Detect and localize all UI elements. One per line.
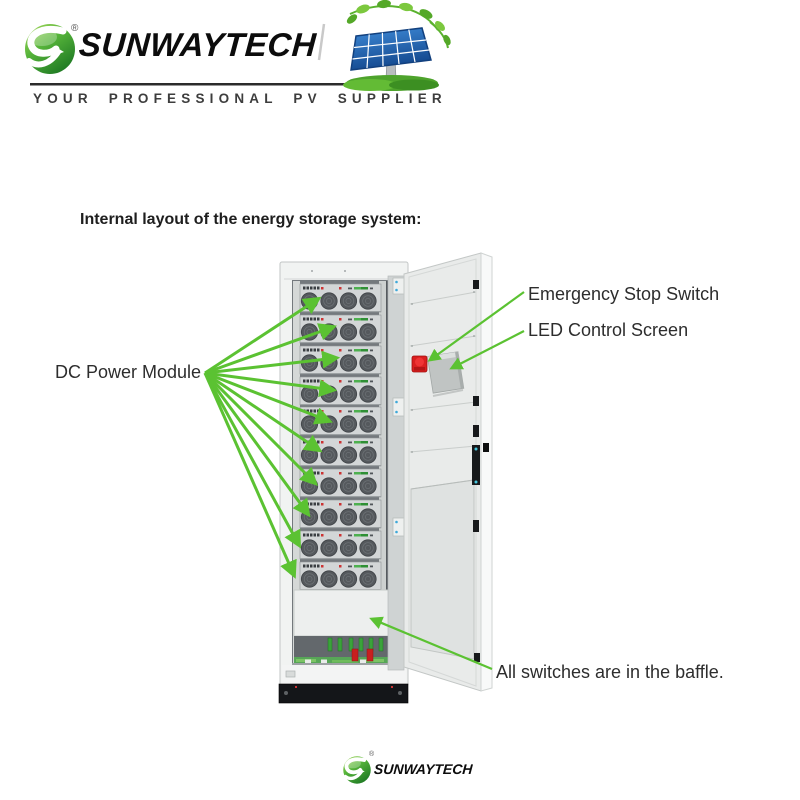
brand-rule <box>30 83 418 86</box>
cabinet-door <box>387 252 493 692</box>
emergency-stop-button <box>411 355 428 373</box>
dc-module <box>299 283 382 313</box>
dc-module <box>299 376 382 406</box>
brand-tagline: YOUR PROFESSIONAL PV SUPPLIER <box>33 91 447 106</box>
label-led-control-screen: LED Control Screen <box>528 320 689 340</box>
footer-wordmark: SUNWAYTECH <box>373 761 474 777</box>
brand-wordmark: SUNWAYTECH <box>77 26 318 63</box>
brand-logo-icon <box>25 24 75 74</box>
annotation-arrows <box>203 291 525 671</box>
cabinet-base <box>278 683 409 704</box>
dc-module <box>299 468 382 498</box>
baffle-panel <box>293 589 391 637</box>
brand-separator <box>317 23 326 61</box>
diagram-heading: Internal layout of the energy storage sy… <box>80 211 422 228</box>
door-seams <box>409 291 477 453</box>
solar-panel-icon <box>343 0 451 91</box>
label-emergency-stop-switch: Emergency Stop Switch <box>528 284 720 304</box>
door-lock-icon <box>472 280 489 662</box>
label-switches-baffle: All switches are in the baffle. <box>496 662 724 682</box>
footer-registered-mark: ® <box>369 751 375 758</box>
label-dc-power-module: DC Power Module <box>55 362 202 382</box>
footer-logo-icon <box>341 754 373 786</box>
switch-compartment <box>292 636 392 665</box>
latch <box>285 670 296 678</box>
dc-module <box>299 561 382 591</box>
dc-module <box>299 406 382 436</box>
dc-module <box>299 530 382 560</box>
dc-module <box>299 437 382 467</box>
dc-module <box>299 314 382 344</box>
door-inset-panel <box>410 479 475 660</box>
registered-mark: ® <box>71 23 79 34</box>
dc-module <box>299 499 382 529</box>
